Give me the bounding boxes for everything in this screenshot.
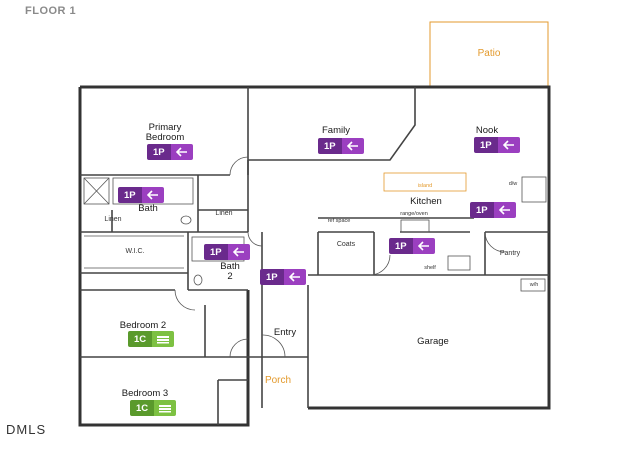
- badge-hall[interactable]: 1P: [260, 269, 306, 285]
- room-label-bath2-line1: Bath: [220, 261, 240, 272]
- badge-nook[interactable]: 1P: [474, 137, 520, 153]
- badge-code: 1P: [147, 144, 171, 160]
- arrow-left-icon: [170, 144, 193, 160]
- label-ref-space: ref space: [327, 218, 351, 224]
- arrow-left-icon: [493, 202, 516, 218]
- room-label-porch: Porch: [264, 375, 292, 386]
- room-label-primary-bedroom-line1: Primary: [148, 122, 182, 133]
- badge-code: 1C: [130, 400, 155, 416]
- arrow-left-icon: [283, 269, 306, 285]
- fixtures: [83, 156, 547, 358]
- room-label-linen-right: Linen: [215, 210, 233, 217]
- badge-bedroom3[interactable]: 1C: [130, 400, 177, 416]
- label-shelf: shelf: [424, 265, 436, 271]
- label-island: island: [417, 183, 433, 189]
- bed-icon: [152, 331, 175, 347]
- room-label-bedroom3: Bedroom 3: [121, 388, 169, 399]
- bed-icon: [154, 400, 177, 416]
- label-dw: d/w: [508, 181, 518, 187]
- label-range-oven: range/oven: [400, 211, 428, 217]
- room-label-entry: Entry: [273, 327, 297, 338]
- room-label-nook: Nook: [475, 125, 499, 136]
- badge-code: 1P: [260, 269, 284, 285]
- room-label-linen-left: Linen: [104, 216, 122, 223]
- room-label-kitchen: Kitchen: [410, 196, 442, 207]
- badge-family[interactable]: 1P: [318, 138, 364, 154]
- badge-code: 1P: [204, 244, 228, 260]
- badge-code: 1C: [128, 331, 153, 347]
- label-wh: w/h: [529, 282, 539, 288]
- room-label-pantry: Pantry: [499, 250, 521, 257]
- watermark: DMLS: [6, 422, 47, 437]
- arrow-left-icon: [497, 137, 520, 153]
- floor-title: FLOOR 1: [25, 5, 77, 17]
- badge-code: 1P: [318, 138, 342, 154]
- badge-code: 1P: [470, 202, 494, 218]
- room-label-coats: Coats: [336, 241, 356, 248]
- badge-bath2[interactable]: 1P: [204, 244, 250, 260]
- room-label-bath: Bath: [138, 203, 158, 214]
- badge-coats[interactable]: 1P: [389, 238, 435, 254]
- badge-kitchen[interactable]: 1P: [470, 202, 516, 218]
- room-label-primary-bedroom-line2: Bedroom: [145, 132, 185, 144]
- badge-primary-bedroom[interactable]: 1P: [147, 144, 193, 160]
- room-label-primary-bedroom: Primary Bedroom: [120, 122, 210, 144]
- patio-outline: [429, 21, 549, 87]
- room-label-family: Family: [322, 125, 350, 136]
- arrow-left-icon: [227, 244, 250, 260]
- interior-walls: [80, 87, 549, 425]
- badge-code: 1P: [118, 187, 142, 203]
- badge-code: 1P: [474, 137, 498, 153]
- room-label-bath2: Bath 2: [210, 261, 250, 283]
- arrow-left-icon: [412, 238, 435, 254]
- badge-code: 1P: [389, 238, 413, 254]
- room-label-bedroom2: Bedroom 2: [119, 320, 167, 331]
- room-label-bath2-line2: 2: [227, 271, 233, 283]
- badge-bath[interactable]: 1P: [118, 187, 164, 203]
- room-label-wic: W.I.C.: [125, 248, 145, 255]
- room-label-garage: Garage: [417, 336, 449, 347]
- arrow-left-icon: [341, 138, 364, 154]
- room-label-patio: Patio: [477, 48, 501, 59]
- badge-bedroom2[interactable]: 1C: [128, 331, 175, 347]
- arrow-left-icon: [141, 187, 164, 203]
